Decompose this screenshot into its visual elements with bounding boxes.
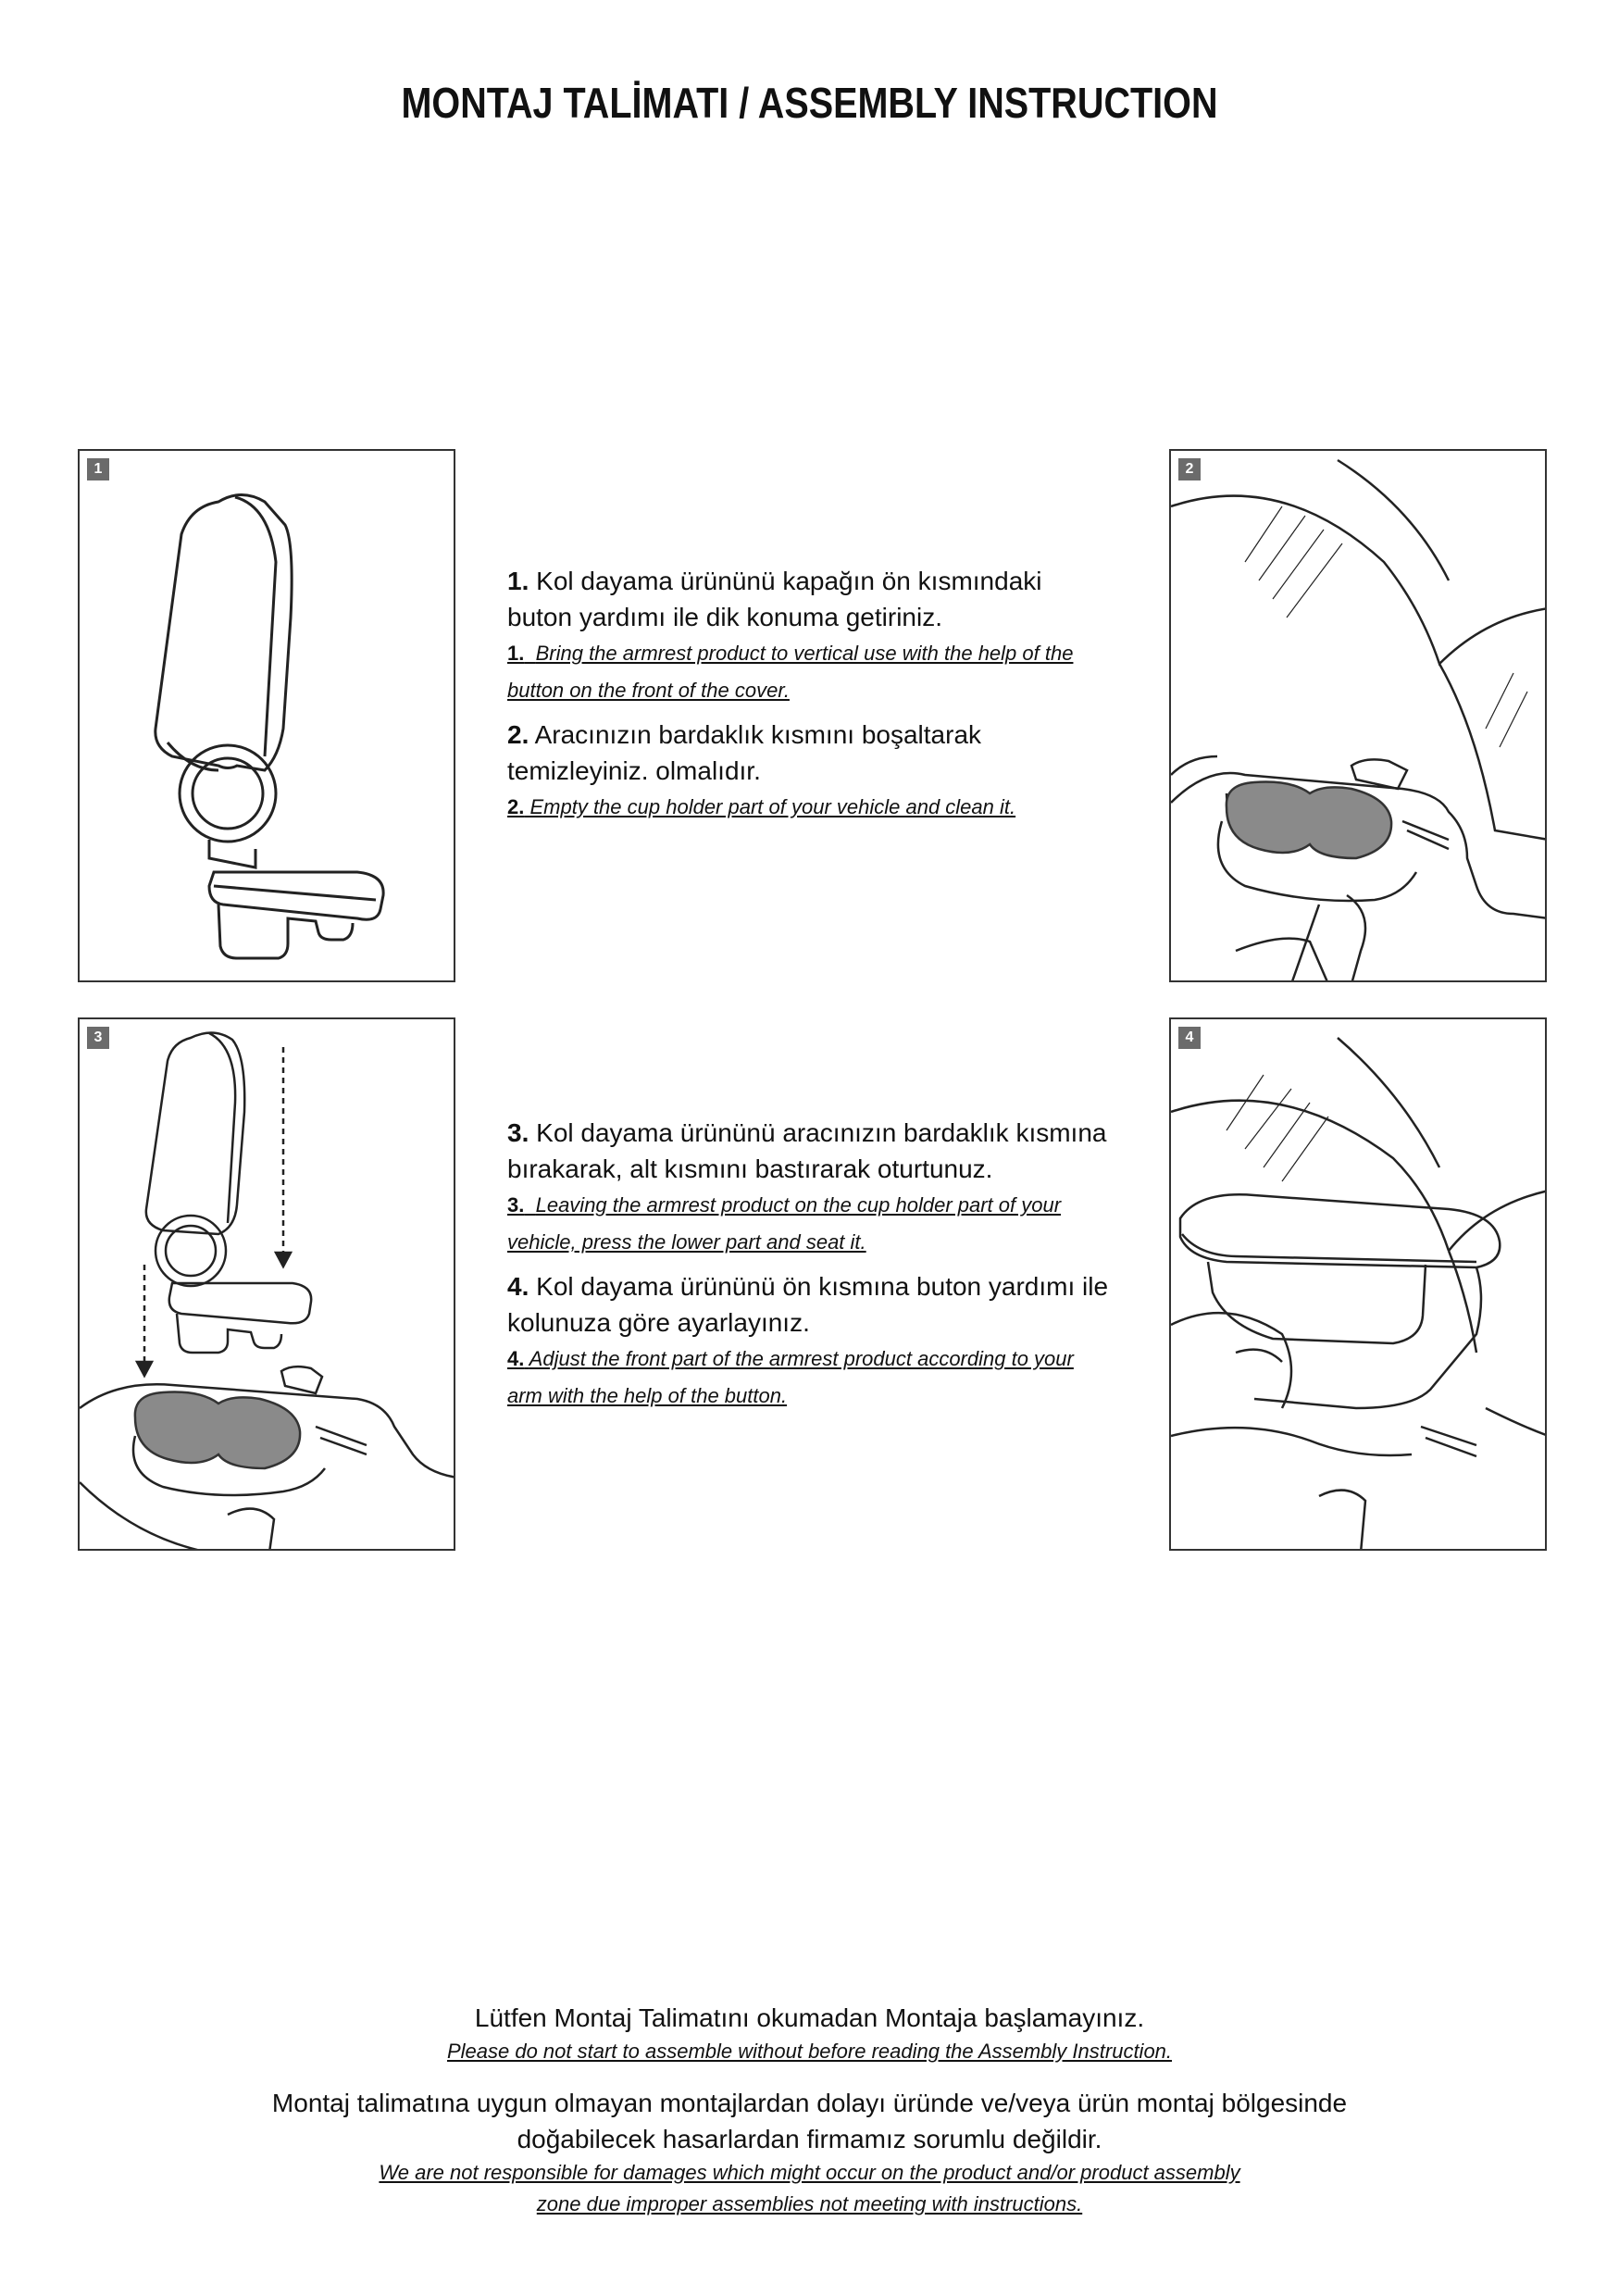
step-3-en: 3. Leaving the armrest product on the cu… — [507, 1193, 1062, 1254]
disclaimer-tr-line-1: Montaj talimatına uygun olmayan montajla… — [271, 2089, 1348, 2117]
figure-number-badge: 2 — [1178, 458, 1201, 480]
step-1-en: 1. Bring the armrest product to vertical… — [507, 642, 1074, 702]
footer-warning: Lütfen Montaj Talimatını okumadan Montaj… — [0, 2000, 1619, 2067]
warning-tr: Lütfen Montaj Talimatını okumadan Montaj… — [474, 2003, 1145, 2032]
step-2-en: 2. Empty the cup holder part of your veh… — [507, 795, 1016, 818]
step-1-tr: 1. Kol dayama ürününü kapağın ön kısmınd… — [507, 567, 1042, 631]
footer-disclaimer: Montaj talimatına uygun olmayan montajla… — [0, 2085, 1619, 2220]
figure-number-badge: 3 — [87, 1027, 109, 1049]
armrest-vertical-illustration — [154, 493, 385, 960]
step-4-en: 4. Adjust the front part of the armrest … — [507, 1347, 1074, 1407]
step-2-tr: 2. Aracınızın bardaklık kısmını boşaltar… — [507, 720, 982, 785]
disclaimer-tr-line-2: doğabilecek hasarlardan firmamız sorumlu… — [517, 2125, 1102, 2153]
armrest-installed-illustration — [1171, 1037, 1545, 1549]
figure-step-2: 2 — [1169, 449, 1547, 982]
armrest-placement-illustration — [80, 1031, 454, 1549]
cup-holder-illustration — [1171, 458, 1545, 980]
instruction-block-1-2: 1. Kol dayama ürününü kapağın ön kısmınd… — [507, 563, 1109, 833]
figure-step-1: 1 — [78, 449, 455, 982]
instruction-block-3-4: 3. Kol dayama ürününü aracınızın bardakl… — [507, 1115, 1109, 1422]
warning-en: Please do not start to assemble without … — [446, 2040, 1173, 2063]
figure-number-badge: 4 — [1178, 1027, 1201, 1049]
figure-step-3: 3 — [78, 1017, 455, 1551]
page-title: MONTAJ TALİMATI / ASSEMBLY INSTRUCTION — [401, 79, 1218, 127]
step-4-tr: 4. Kol dayama ürününü ön kısmına buton y… — [507, 1272, 1109, 1337]
disclaimer-en-line-1: We are not responsible for damages which… — [379, 2161, 1240, 2184]
figure-step-4: 4 — [1169, 1017, 1547, 1551]
step-3-tr: 3. Kol dayama ürününü aracınızın bardakl… — [507, 1118, 1107, 1183]
disclaimer-en-line-2: zone due improper assemblies not meeting… — [536, 2192, 1083, 2215]
figure-number-badge: 1 — [87, 458, 109, 480]
